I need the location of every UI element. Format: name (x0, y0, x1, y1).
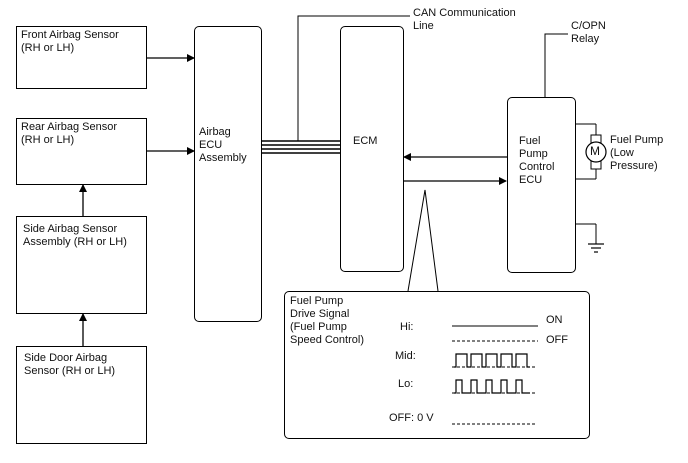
lo-waveform (452, 379, 536, 394)
ecm-box: ECM (340, 26, 404, 272)
hi-label: Hi: (400, 321, 414, 333)
rear-airbag-sensor-label: Rear Airbag Sensor (RH or LH) (21, 121, 117, 146)
relay-line (544, 33, 568, 97)
airbag-ecu-box: Airbag ECU Assembly (194, 26, 262, 322)
lo-label: Lo: (398, 378, 414, 390)
ground-icon (575, 223, 604, 253)
off-level-label: OFF: 0 V (389, 412, 434, 424)
drive-signal-title: Fuel Pump Drive Signal (Fuel Pump Speed … (290, 295, 364, 346)
side-door-airbag-sensor-box: Side Door Airbag Sensor (RH or LH) (16, 346, 147, 444)
on-label: ON (546, 314, 563, 326)
side-door-airbag-sensor-label: Side Door Airbag Sensor (RH or LH) (24, 352, 116, 377)
airbag-ecu-label: Airbag ECU Assembly (199, 126, 247, 164)
rear-airbag-sensor-box: Rear Airbag Sensor (RH or LH) (16, 118, 147, 185)
front-airbag-sensor-box: Front Airbag Sensor (RH or LH) (16, 26, 147, 89)
can-leader-line (297, 15, 410, 141)
mid-waveform (452, 353, 536, 368)
front-airbag-sensor-label: Front Airbag Sensor (RH or LH) (21, 29, 119, 54)
fuel-pump-label: Fuel Pump (Low Pressure) (610, 134, 664, 172)
motor-symbol: M (590, 144, 600, 158)
relay-label: C/OPN Relay (571, 20, 606, 45)
fuel-pump-control-ecu-box: Fuel Pump Control ECU (507, 97, 576, 273)
mid-label: Mid: (395, 350, 416, 362)
side-airbag-sensor-label: Side Airbag Sensor Assembly (RH or LH) (23, 223, 127, 248)
off-label: OFF (546, 334, 568, 346)
can-bus-lines (262, 140, 340, 154)
waveforms (452, 325, 538, 425)
fuel-pump-motor (585, 134, 607, 170)
signal-callout (407, 189, 439, 292)
fuel-pump-control-ecu-label: Fuel Pump Control ECU (519, 135, 555, 186)
can-line-label: CAN Communication Line (413, 7, 516, 32)
drive-signal-panel: Fuel Pump Drive Signal (Fuel Pump Speed … (284, 291, 590, 439)
ecm-label: ECM (353, 135, 378, 147)
side-airbag-sensor-box: Side Airbag Sensor Assembly (RH or LH) (16, 216, 147, 314)
